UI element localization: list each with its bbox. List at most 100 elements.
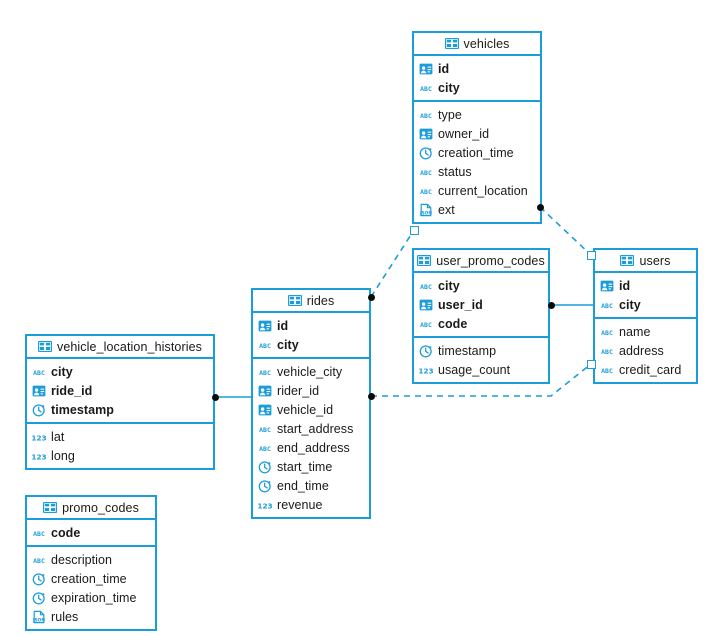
table-icon	[620, 255, 635, 266]
field-row[interactable]: JSON rules	[27, 607, 155, 626]
entity-title: user_promo_codes	[436, 253, 545, 268]
id-card-icon	[258, 403, 272, 417]
id-card-icon	[600, 279, 614, 293]
field-row[interactable]: owner_id	[414, 124, 540, 143]
field-row[interactable]: ABC start_address	[253, 419, 369, 438]
abc-icon: ABC	[419, 279, 433, 293]
field-row[interactable]: creation_time	[414, 143, 540, 162]
field-row[interactable]: id	[595, 276, 696, 295]
relationship-endpoint-square	[586, 359, 596, 369]
field-name: rules	[51, 609, 79, 624]
entity-header[interactable]: vehicle_location_histories	[27, 336, 213, 359]
relationship-endpoint-dot	[547, 301, 555, 309]
svg-text:ABC: ABC	[33, 557, 45, 565]
field-row[interactable]: 123 revenue	[253, 495, 369, 514]
entity-title: vehicle_location_histories	[56, 339, 203, 354]
svg-text:123: 123	[258, 501, 272, 510]
relationship-endpoint-dot	[211, 393, 219, 401]
field-row[interactable]: id	[414, 59, 540, 78]
id-card-icon	[258, 319, 272, 333]
svg-text:JSON: JSON	[32, 617, 45, 623]
field-row[interactable]: timestamp	[414, 341, 548, 360]
field-name: timestamp	[51, 402, 114, 417]
abc-icon: ABC	[600, 325, 614, 339]
abc-icon: ABC	[419, 317, 433, 331]
field-row[interactable]: start_time	[253, 457, 369, 476]
abc-icon: ABC	[32, 553, 46, 567]
relationship-endpoint-dot	[367, 293, 375, 301]
field-row[interactable]: ABC name	[595, 322, 696, 341]
svg-text:JSON: JSON	[419, 210, 432, 216]
entity-header[interactable]: users	[595, 250, 696, 273]
field-row[interactable]: rider_id	[253, 381, 369, 400]
field-name: type	[438, 107, 462, 122]
field-row[interactable]: expiration_time	[27, 588, 155, 607]
svg-text:123: 123	[419, 366, 433, 375]
field-name: credit_card	[619, 362, 682, 377]
field-row[interactable]: ride_id	[27, 381, 213, 400]
field-name: id	[438, 61, 450, 76]
abc-icon: ABC	[258, 338, 272, 352]
entity-header[interactable]: vehicles	[414, 33, 540, 56]
svg-text:ABC: ABC	[259, 445, 271, 453]
field-row[interactable]: vehicle_id	[253, 400, 369, 419]
field-name: revenue	[277, 497, 323, 512]
field-name: name	[619, 324, 651, 339]
field-row[interactable]: end_time	[253, 476, 369, 495]
field-row[interactable]: id	[253, 316, 369, 335]
relationship-rides-to-vehicles[interactable]	[370, 229, 415, 298]
table-icon	[287, 295, 302, 306]
field-name: id	[277, 318, 289, 333]
clock-icon	[258, 479, 272, 493]
field-row[interactable]: timestamp	[27, 400, 213, 419]
entity-header[interactable]: user_promo_codes	[414, 250, 548, 273]
relationship-endpoint-dot	[367, 392, 375, 400]
abc-icon: ABC	[258, 422, 272, 436]
id-card-icon	[419, 62, 433, 76]
id-card-icon	[32, 384, 46, 398]
field-name: start_time	[277, 459, 333, 474]
json-icon: JSON	[419, 203, 433, 217]
table-icon	[37, 341, 52, 352]
entity-header[interactable]: promo_codes	[27, 497, 155, 520]
field-name: timestamp	[438, 343, 497, 358]
field-name: start_address	[277, 421, 354, 436]
field-name: id	[619, 278, 631, 293]
abc-icon: ABC	[32, 526, 46, 540]
id-card-icon	[419, 127, 433, 141]
entity-header[interactable]: rides	[253, 290, 369, 313]
field-row[interactable]: creation_time	[27, 569, 155, 588]
field-name: city	[619, 297, 641, 312]
abc-icon: ABC	[419, 184, 433, 198]
field-row[interactable]: user_id	[414, 295, 548, 314]
123-icon: 123	[32, 430, 46, 444]
field-name: city	[277, 337, 299, 352]
field-row[interactable]: ABC city	[253, 335, 369, 354]
